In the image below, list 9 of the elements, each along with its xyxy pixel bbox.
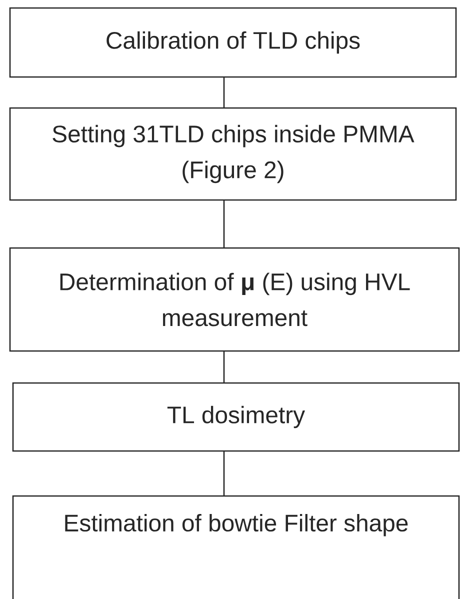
connector-line xyxy=(223,200,225,248)
process-box: Determination of μ (E) using HVL measurement xyxy=(9,247,460,352)
process-box: Calibration of TLD chips xyxy=(9,7,457,78)
process-box: Estimation of bowtie Filter shape xyxy=(12,495,460,599)
process-box: TL dosimetry xyxy=(12,382,460,452)
process-box: Setting 31TLD chips inside PMMA (Figure 2) xyxy=(9,107,457,201)
connector-line xyxy=(223,351,225,383)
connector-line xyxy=(223,77,225,108)
connector-line xyxy=(223,451,225,496)
